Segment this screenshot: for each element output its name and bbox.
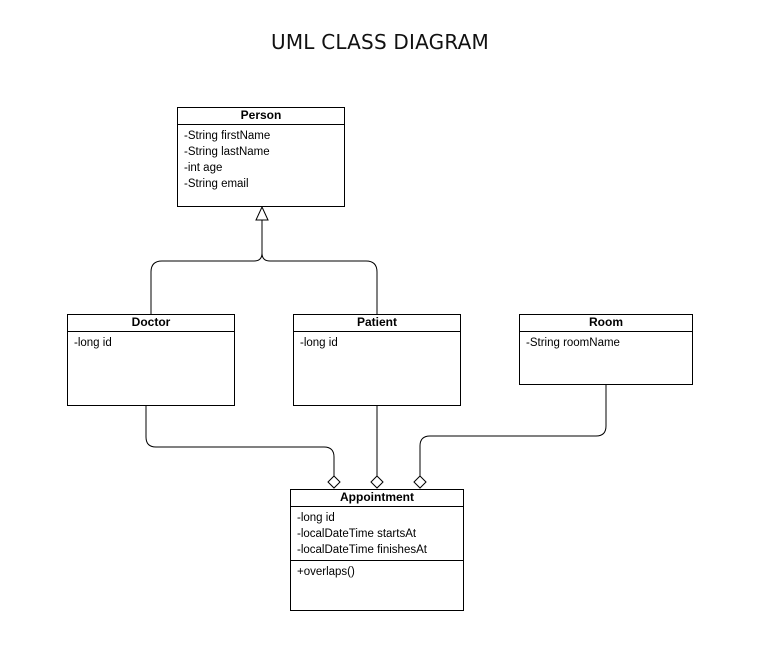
class-room[interactable]: Room -String roomName — [519, 314, 693, 385]
attribute-list: -long id — [294, 332, 460, 351]
attribute: -long id — [300, 337, 338, 349]
attribute-list: -long id -localDateTime startsAt -localD… — [291, 507, 463, 558]
attribute-list: -long id — [68, 332, 234, 351]
operations-divider — [291, 560, 463, 561]
attribute: -String firstName — [184, 130, 271, 142]
operation: +overlaps() — [297, 566, 355, 578]
aggregation-edge-room — [419, 384, 607, 476]
generalization-edge-patient — [261, 220, 378, 315]
class-name: Room — [520, 315, 692, 332]
aggregation-diamond-room — [413, 475, 427, 489]
aggregation-diamond-doctor — [327, 475, 341, 489]
attribute: -String lastName — [184, 146, 270, 158]
class-person[interactable]: Person -String firstName -String lastNam… — [177, 107, 345, 207]
attribute: -long id — [297, 512, 335, 524]
attribute: -long id — [74, 337, 112, 349]
aggregation-diamond-patient — [370, 475, 384, 489]
attribute: -int age — [184, 162, 223, 174]
attribute: -localDateTime startsAt — [297, 528, 417, 540]
class-name: Patient — [294, 315, 460, 332]
attribute: -String email — [184, 178, 249, 190]
class-doctor[interactable]: Doctor -long id — [67, 314, 235, 406]
generalization-edge-doctor — [150, 220, 263, 315]
class-name: Doctor — [68, 315, 234, 332]
attribute-list: -String roomName — [520, 332, 692, 351]
class-appointment[interactable]: Appointment -long id -localDateTime star… — [290, 489, 464, 611]
attribute: -localDateTime finishesAt — [297, 544, 427, 556]
class-patient[interactable]: Patient -long id — [293, 314, 461, 406]
attribute-list: -String firstName -String lastName -int … — [178, 125, 344, 192]
operation-list: +overlaps() — [291, 561, 463, 580]
generalization-arrowhead — [255, 205, 269, 221]
class-name: Appointment — [291, 490, 463, 507]
aggregation-edge-doctor — [145, 405, 335, 476]
class-name: Person — [178, 108, 344, 125]
diagram-title: UML CLASS DIAGRAM — [271, 30, 489, 54]
attribute: -String roomName — [526, 337, 620, 349]
